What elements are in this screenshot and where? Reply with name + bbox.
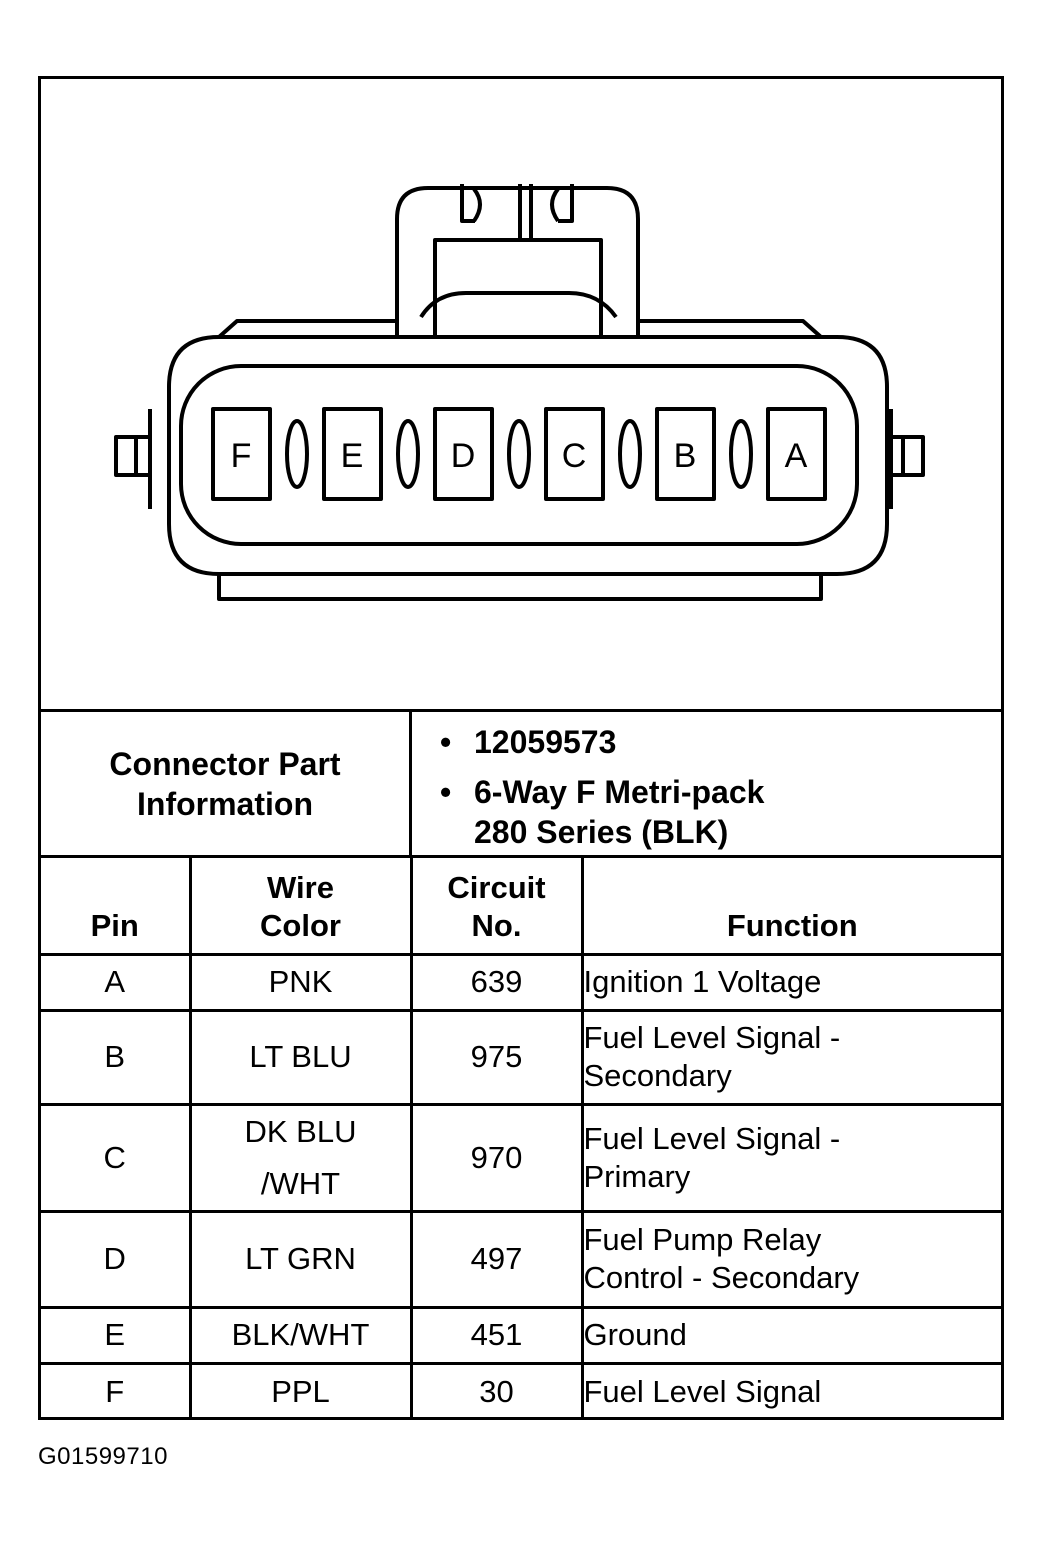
figure-id: G01599710 bbox=[38, 1443, 168, 1470]
pin-label: F bbox=[231, 437, 252, 475]
part-info-label: Connector Part Information bbox=[41, 712, 412, 855]
pin-label: C bbox=[562, 437, 587, 475]
cell-circuit: 497 bbox=[409, 1209, 584, 1309]
pin-label: B bbox=[674, 437, 697, 475]
header-wire-color: Wire Color bbox=[188, 858, 413, 956]
table-row: F PPL 30 Fuel Level Signal bbox=[41, 1361, 1001, 1419]
lock-tab bbox=[395, 186, 640, 337]
cell-function: Fuel Pump Relay Control - Secondary bbox=[580, 1209, 1001, 1309]
cell-wire: PPL bbox=[188, 1361, 413, 1419]
cell-pin: D bbox=[41, 1209, 192, 1309]
table-row: D LT GRN 497 Fuel Pump Relay Control - S… bbox=[41, 1209, 1001, 1309]
pin-box bbox=[544, 407, 605, 501]
cell-function: Fuel Level Signal bbox=[580, 1361, 1001, 1419]
part-info-values: 12059573 6-Way F Metri-pack 280 Series (… bbox=[412, 712, 1001, 855]
pin-box bbox=[655, 407, 716, 501]
cell-wire: LT BLU bbox=[188, 1008, 413, 1106]
connector-cavity bbox=[179, 364, 859, 546]
cell-pin: B bbox=[41, 1008, 192, 1106]
cell-pin: C bbox=[41, 1102, 192, 1213]
pin-label: D bbox=[451, 437, 476, 475]
connector-face-diagram: F E D C B A bbox=[114, 184, 925, 601]
cell-circuit: 970 bbox=[409, 1102, 584, 1213]
pin-label: A bbox=[785, 437, 808, 475]
header-function: Function bbox=[580, 858, 1001, 956]
table-row: B LT BLU 975 Fuel Level Signal - Seconda… bbox=[41, 1008, 1001, 1106]
pin-box bbox=[433, 407, 494, 501]
part-info-row: Connector Part Information 12059573 6-Wa… bbox=[41, 709, 1001, 858]
pin-table: Pin Wire Color Circuit No. Function A PN… bbox=[41, 858, 1001, 1419]
header-pin: Pin bbox=[41, 858, 192, 956]
table-row: A PNK 639 Ignition 1 Voltage bbox=[41, 952, 1001, 1012]
cell-wire: DK BLU /WHT bbox=[188, 1102, 413, 1213]
table-header: Pin Wire Color Circuit No. Function bbox=[41, 858, 1001, 956]
cell-wire: PNK bbox=[188, 952, 413, 1012]
table-row: E BLK/WHT 451 Ground bbox=[41, 1305, 1001, 1365]
cell-circuit: 639 bbox=[409, 952, 584, 1012]
header-circuit: Circuit No. bbox=[409, 858, 584, 956]
connector-outer-shell bbox=[167, 335, 889, 576]
cell-pin: F bbox=[41, 1361, 192, 1419]
cell-circuit: 451 bbox=[409, 1305, 584, 1365]
cell-pin: A bbox=[41, 952, 192, 1012]
table-row: C DK BLU /WHT 970 Fuel Level Signal - Pr… bbox=[41, 1102, 1001, 1213]
cell-wire: LT GRN bbox=[188, 1209, 413, 1309]
cell-function: Ground bbox=[580, 1305, 1001, 1365]
cell-pin: E bbox=[41, 1305, 192, 1365]
connector-info-frame: F E D C B A Connector Part Information 1… bbox=[38, 76, 1004, 1420]
lock-tab-inner bbox=[433, 184, 603, 337]
connector-type: 6-Way F Metri-pack 280 Series (BLK) bbox=[440, 772, 814, 852]
cell-function: Fuel Level Signal - Primary bbox=[580, 1102, 1001, 1213]
pin-box bbox=[211, 407, 272, 501]
cell-function: Fuel Level Signal - Secondary bbox=[580, 1008, 1001, 1106]
pin-box bbox=[322, 407, 383, 501]
cell-circuit: 30 bbox=[409, 1361, 584, 1419]
cell-function: Ignition 1 Voltage bbox=[580, 952, 1001, 1012]
part-number: 12059573 bbox=[440, 722, 1001, 762]
cell-wire: BLK/WHT bbox=[188, 1305, 413, 1365]
pin-box bbox=[766, 407, 827, 501]
cell-circuit: 975 bbox=[409, 1008, 584, 1106]
pin-label: E bbox=[341, 437, 364, 475]
